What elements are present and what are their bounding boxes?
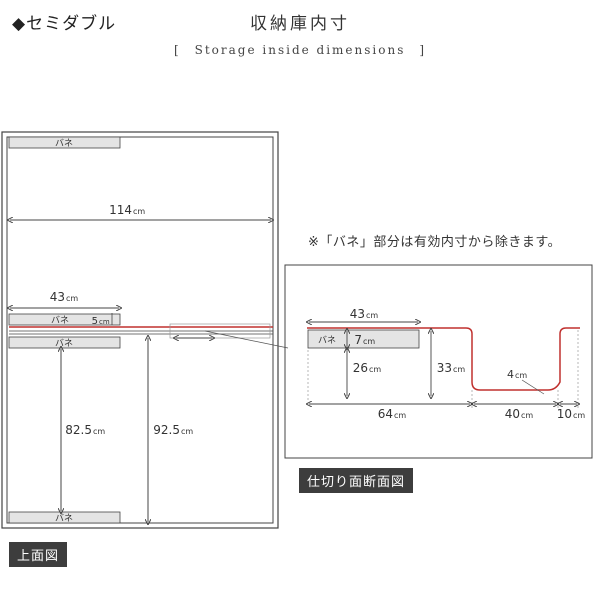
section-partition-height-value: 33: [437, 361, 452, 375]
section-top-width-unit: cm: [366, 311, 378, 320]
spring-mid-upper-label: バネ: [51, 315, 69, 326]
top-view: バネ バネ バネ バネ 114 cm 43 cm 5 cm 82.5 cm 92…: [1, 131, 289, 529]
spring-mid-lower: [8, 336, 121, 349]
spring-small-unit: cm: [99, 318, 110, 326]
section-frame: [284, 264, 593, 459]
depth-92-unit: cm: [181, 427, 193, 436]
base-width-value: 64: [378, 407, 393, 421]
section-partition-height-unit: cm: [453, 365, 465, 374]
base-width-unit: cm: [394, 411, 406, 420]
width-unit: cm: [133, 207, 145, 216]
spring-top-label: バネ: [55, 138, 73, 149]
page-title: 収納庫内寸: [250, 14, 350, 34]
bottom-gap-leader: [521, 379, 545, 395]
section-top-width-value: 43: [350, 307, 365, 321]
spring-mid-upper: [8, 313, 121, 326]
depth-82-unit: cm: [93, 427, 105, 436]
spring-mid-lower-label: バネ: [55, 338, 73, 349]
section-spring-height-value: 7: [354, 333, 362, 347]
spring-bottom: [8, 511, 121, 524]
trough-width-value: 40: [505, 407, 520, 421]
section-cut-box: [169, 323, 271, 339]
partition-profile: [307, 327, 580, 391]
section-view: バネ 43 cm 7 cm 26 cm 33 cm 4 cm 64 cm 40 …: [284, 264, 593, 459]
spring-small-value: 5: [92, 316, 98, 327]
spring-top: [8, 136, 121, 149]
section-spring: [307, 329, 420, 349]
partition-depth-unit: cm: [66, 294, 78, 303]
top-view-tag: 上面図: [9, 542, 68, 567]
spring-bottom-label: バネ: [55, 513, 73, 524]
trough-width-unit: cm: [521, 411, 533, 420]
model-label: ◆セミダブル: [12, 14, 117, 34]
depth-92-value: 92.5: [153, 423, 180, 437]
page-subtitle: [ Storage inside dimensions ]: [173, 43, 427, 57]
section-spring-label: バネ: [318, 335, 336, 346]
note-text: ※「バネ」部分は有効内寸から除きます。: [308, 235, 562, 250]
width-value: 114: [109, 203, 132, 217]
section-bottom-gap-unit: cm: [515, 371, 527, 380]
partition-depth-value: 43: [50, 290, 65, 304]
section-bottom-gap-value: 4: [507, 368, 514, 381]
depth-82-value: 82.5: [65, 423, 92, 437]
end-width-value: 10: [557, 407, 572, 421]
end-width-unit: cm: [573, 411, 585, 420]
section-inner-height-unit: cm: [369, 365, 381, 374]
section-spring-height-unit: cm: [363, 337, 375, 346]
inner-frame: [6, 136, 274, 524]
outer-frame: [1, 131, 279, 529]
section-inner-height-value: 26: [353, 361, 368, 375]
leader-to-section: [204, 330, 289, 349]
section-view-tag: 仕切り面断面図: [299, 468, 414, 493]
